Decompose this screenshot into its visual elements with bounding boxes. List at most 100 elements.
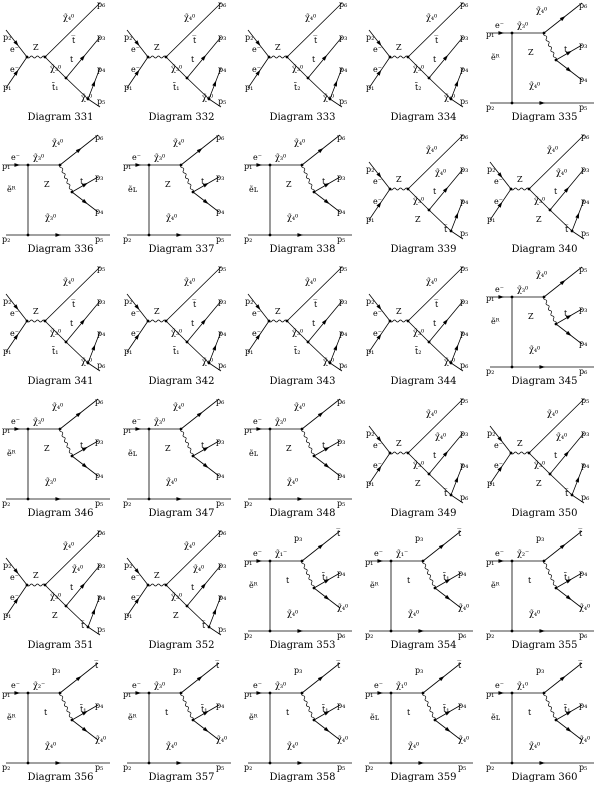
particle-label-7: t̃₁ bbox=[79, 703, 86, 714]
diagram-caption: Diagram 355 bbox=[511, 640, 578, 651]
particle-label-5: t bbox=[528, 708, 532, 717]
particle-label-2: χ̃₁⁰ bbox=[517, 681, 528, 690]
particle-label-0: p₁ bbox=[365, 690, 373, 699]
particle-label-1: e⁻ bbox=[10, 309, 19, 318]
particle-label-10: χ̃₄⁰ bbox=[166, 213, 177, 222]
z-boson-line bbox=[543, 32, 557, 61]
particle-label-8: χ̃₄⁰ bbox=[458, 735, 469, 744]
particle-label-10: t bbox=[433, 187, 437, 196]
arrow-marker bbox=[376, 172, 382, 179]
arrow-marker bbox=[559, 544, 566, 550]
neutralino-line bbox=[165, 266, 222, 322]
particle-label-14: p₅ bbox=[460, 229, 468, 238]
arrow-marker bbox=[91, 80, 96, 87]
particle-label-5: χ̃₄⁰ bbox=[63, 277, 74, 286]
particle-label-12: Z bbox=[173, 611, 179, 620]
particle-label-1: e⁻ bbox=[131, 45, 140, 54]
particle-label-11: p₄ bbox=[218, 329, 226, 338]
particle-label-7: t bbox=[80, 441, 84, 450]
arrow-marker bbox=[321, 55, 328, 61]
arrow-marker bbox=[79, 319, 86, 325]
z-boson-line bbox=[59, 164, 73, 193]
particle-label-3: t̅ bbox=[457, 528, 462, 538]
particle-label-1: e⁻ bbox=[253, 681, 262, 690]
particle-label-5: Z bbox=[44, 444, 50, 453]
particle-label-5: χ̃₄⁰ bbox=[426, 13, 437, 22]
vertex bbox=[548, 208, 552, 212]
vertex bbox=[267, 55, 271, 59]
particle-label-9: χ̃₃⁰ bbox=[413, 460, 424, 469]
particle-label-8: p₃ bbox=[339, 33, 347, 42]
particle-label-4: p₃ bbox=[294, 534, 302, 543]
vertex bbox=[554, 58, 558, 62]
particle-label-0: p₂ bbox=[366, 429, 374, 438]
particle-label-4: χ̃₄⁰ bbox=[294, 138, 305, 147]
vertex bbox=[191, 190, 195, 194]
particle-label-11: p₂ bbox=[244, 763, 252, 772]
arrow-marker bbox=[55, 233, 62, 237]
arrow-marker bbox=[75, 676, 82, 682]
particle-label-2: Z bbox=[275, 307, 281, 316]
vertex bbox=[570, 229, 574, 233]
arrow-marker bbox=[565, 314, 572, 320]
neutralino-out-line bbox=[450, 230, 464, 240]
arrow-marker bbox=[563, 187, 570, 193]
particle-label-3: t̅ bbox=[457, 660, 462, 670]
arrow-marker bbox=[202, 462, 209, 468]
particle-label-7: t bbox=[322, 177, 326, 186]
particle-label-7: t̃₁ bbox=[321, 703, 328, 714]
vertex bbox=[146, 55, 150, 59]
particle-label-13: χ̃₄⁰ bbox=[444, 93, 455, 102]
diagram-caption: Diagram 334 bbox=[390, 112, 457, 123]
particle-label-3: p₆ bbox=[337, 397, 345, 406]
arrow-marker bbox=[202, 198, 209, 204]
vertex bbox=[312, 454, 316, 458]
arrow-marker bbox=[81, 446, 88, 452]
particle-label-0: p₂ bbox=[245, 33, 253, 42]
particle-label-11: p₂ bbox=[486, 631, 494, 640]
particle-label-12: p₅ bbox=[95, 235, 103, 244]
particle-label-1: e⁻ bbox=[374, 549, 383, 558]
arrow-marker bbox=[256, 163, 263, 167]
arrow-marker bbox=[539, 761, 546, 765]
vertex bbox=[554, 718, 558, 722]
particle-label-10: χ̃₄⁰ bbox=[529, 741, 540, 750]
vertex bbox=[300, 163, 304, 167]
particle-label-5: Z bbox=[165, 444, 171, 453]
particle-label-12: p₅ bbox=[337, 763, 345, 772]
particle-label-5: Z bbox=[528, 312, 534, 321]
arrow-marker bbox=[135, 427, 142, 431]
particle-label-8: p₄ bbox=[337, 471, 345, 480]
arrow-marker bbox=[81, 198, 88, 204]
vertex bbox=[406, 319, 410, 323]
particle-label-10: χ̃₄⁰ bbox=[408, 741, 419, 750]
diagram-caption: Diagram 353 bbox=[269, 640, 336, 651]
particle-label-7: χ̃₄⁰ bbox=[193, 564, 204, 573]
particle-label-6: p₆ bbox=[581, 132, 589, 141]
particle-label-4: χ̃₄⁰ bbox=[294, 402, 305, 411]
particle-label-6: p₄ bbox=[579, 701, 587, 710]
particle-label-10: t bbox=[433, 451, 437, 460]
particle-label-11: p₂ bbox=[486, 103, 494, 112]
squark-line bbox=[186, 77, 210, 100]
particle-label-4: p₁ bbox=[245, 83, 253, 92]
particle-label-1: e⁻ bbox=[494, 177, 503, 186]
arrow-marker bbox=[559, 16, 566, 22]
particle-label-6: p₄ bbox=[458, 569, 466, 578]
particle-label-7: t bbox=[564, 45, 568, 54]
particle-label-2: χ̃₃⁰ bbox=[154, 153, 165, 162]
arrow-marker bbox=[14, 163, 21, 167]
arrow-marker bbox=[212, 608, 217, 615]
particle-label-12: p₅ bbox=[458, 763, 466, 772]
particle-label-2: χ̃₂⁻ bbox=[517, 549, 529, 558]
vertex bbox=[164, 583, 168, 587]
particle-label-7: χ̃₄⁰ bbox=[435, 432, 446, 441]
particle-label-5: χ̃₄⁰ bbox=[547, 145, 558, 154]
particle-label-4: p₁ bbox=[366, 479, 374, 488]
